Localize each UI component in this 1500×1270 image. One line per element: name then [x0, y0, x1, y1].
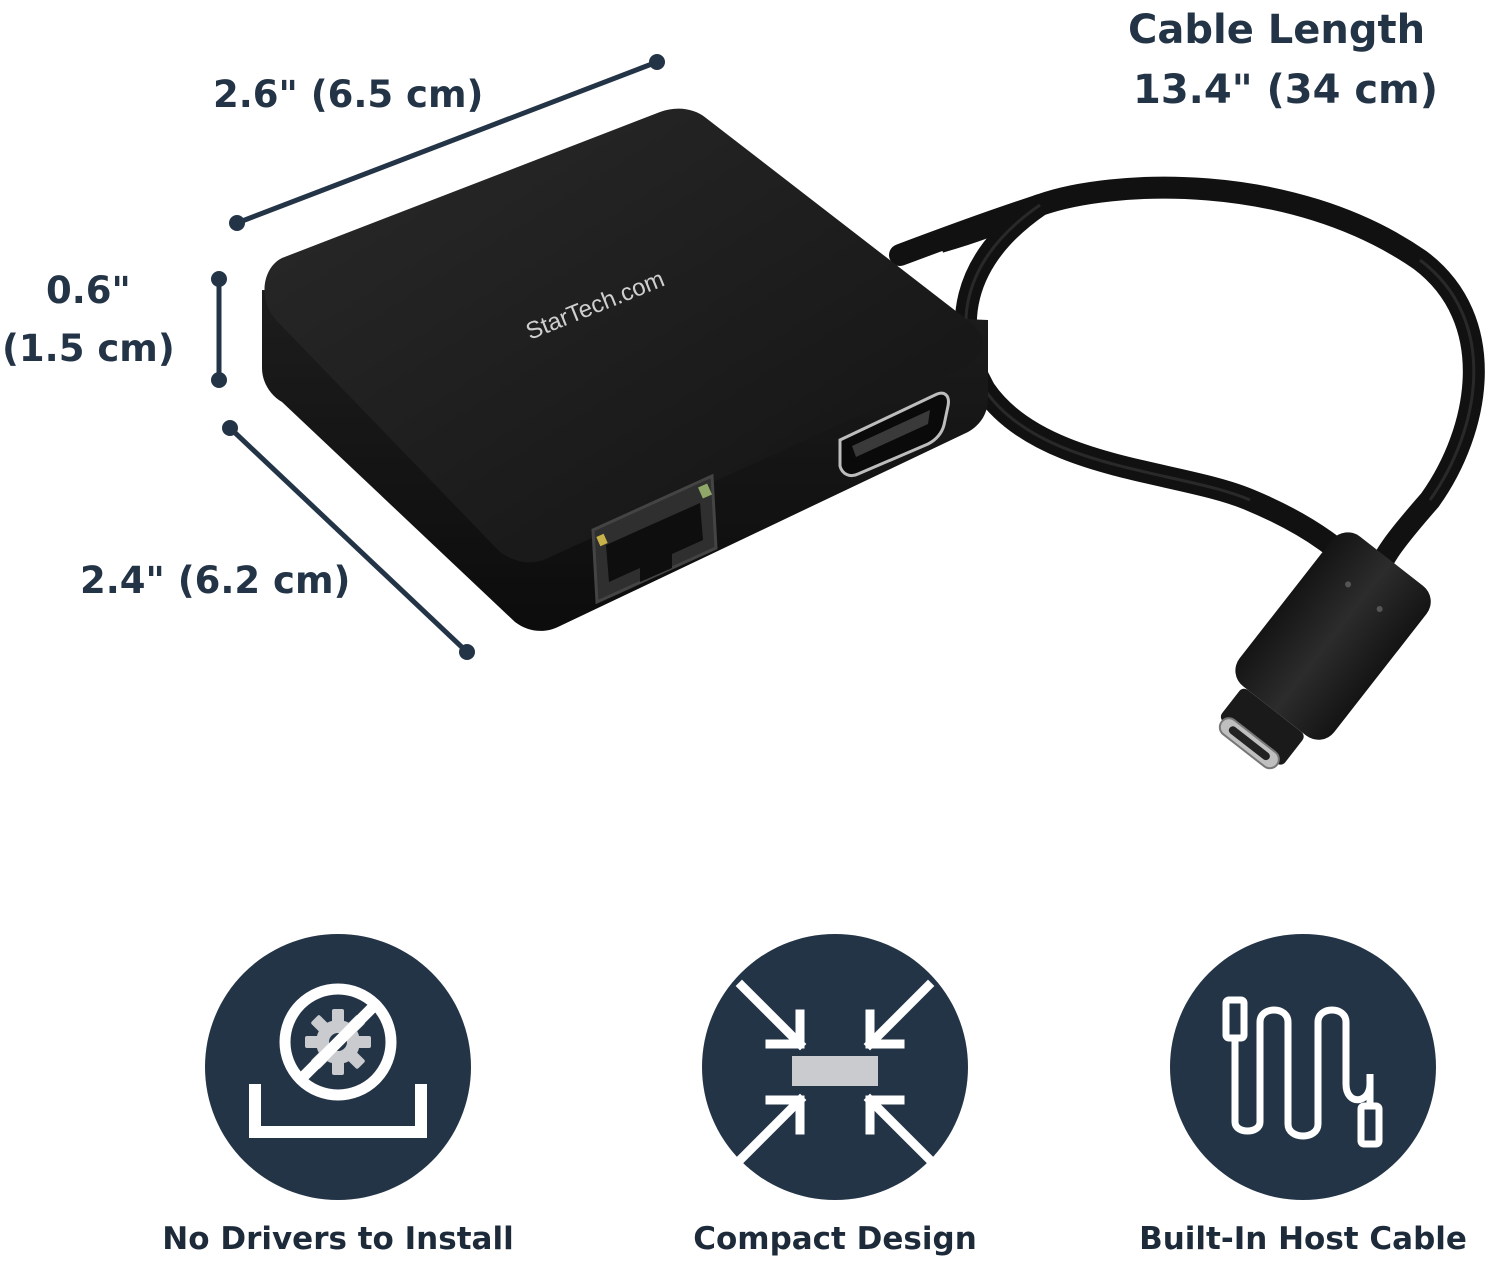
ethernet-port — [591, 473, 718, 605]
cable-length-title: Cable Length — [1128, 7, 1426, 53]
width-dimension-line — [229, 54, 665, 231]
no-drivers-icon — [249, 983, 427, 1138]
feature-badge — [1170, 934, 1436, 1200]
height-dimension-inches: 0.6" — [46, 269, 131, 312]
usb-c-cable — [889, 176, 1485, 596]
feature-label: Compact Design — [693, 1221, 977, 1257]
feature-label: Built-In Host Cable — [1139, 1221, 1467, 1257]
feature-badge — [205, 934, 471, 1200]
depth-dimension-label: 2.4" (6.2 cm) — [80, 559, 351, 602]
cable-length-value: 13.4" (34 cm) — [1133, 67, 1438, 113]
product-illustration: StarTech.com — [211, 54, 1485, 770]
usb-c-plug — [1218, 532, 1431, 770]
depth-dimension-line — [222, 420, 475, 660]
hdmi-port — [838, 391, 950, 478]
height-dimension-cm: (1.5 cm) — [2, 327, 175, 370]
feature-label: No Drivers to Install — [162, 1221, 514, 1257]
host-cable-icon — [1222, 996, 1383, 1148]
width-dimension-label: 2.6" (6.5 cm) — [213, 73, 484, 116]
usb-c-adapter-device: StarTech.com — [262, 108, 988, 631]
compact-design-icon — [735, 979, 935, 1165]
height-dimension-line — [211, 271, 227, 388]
feature-badge — [702, 934, 968, 1200]
